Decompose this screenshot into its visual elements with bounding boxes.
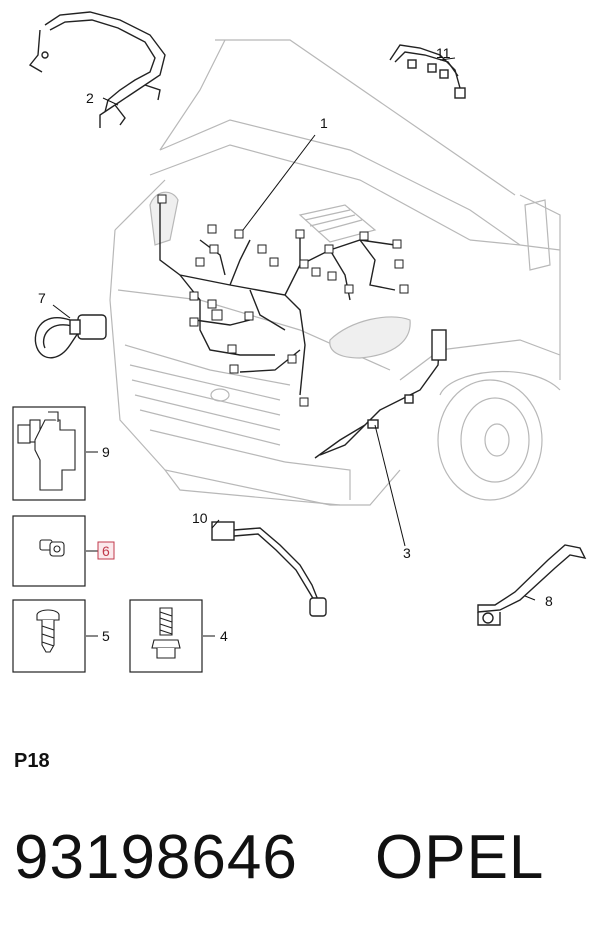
part-6-box (12, 515, 86, 587)
parts-diagram: 1 2 3 4 5 6 7 8 9 10 11 (12, 11, 587, 673)
part-7-sensor (34, 314, 107, 359)
part-5-box (12, 599, 86, 673)
callout-1: 1 (320, 115, 328, 131)
callout-8: 8 (545, 593, 553, 609)
part-4-box (129, 599, 203, 673)
part-8-strap (477, 544, 587, 626)
part-10-cable (211, 521, 327, 617)
callout-6-highlight (97, 541, 115, 560)
callout-4: 4 (220, 628, 228, 644)
part-2-bracket (28, 11, 166, 128)
part-9-box (12, 406, 86, 501)
callout-9: 9 (102, 444, 110, 460)
callout-3: 3 (403, 545, 411, 561)
callout-10: 10 (192, 510, 208, 526)
brand-name: OPEL (375, 823, 545, 892)
part-3-harness (314, 329, 447, 459)
callout-7: 7 (38, 290, 46, 306)
vehicle-outline (109, 39, 561, 506)
callout-11: 11 (436, 45, 451, 61)
callout-5: 5 (102, 628, 110, 644)
callout-6: 6 (102, 543, 110, 559)
part-number: 93198646 (14, 823, 298, 892)
callout-2: 2 (86, 90, 94, 106)
callout-labels: 1 2 3 4 5 6 7 8 9 10 11 (38, 45, 553, 644)
leader-lines (52, 57, 536, 637)
harness-connectors (157, 194, 409, 407)
page-code: P18 (14, 750, 50, 772)
part-11-harness (389, 44, 466, 99)
